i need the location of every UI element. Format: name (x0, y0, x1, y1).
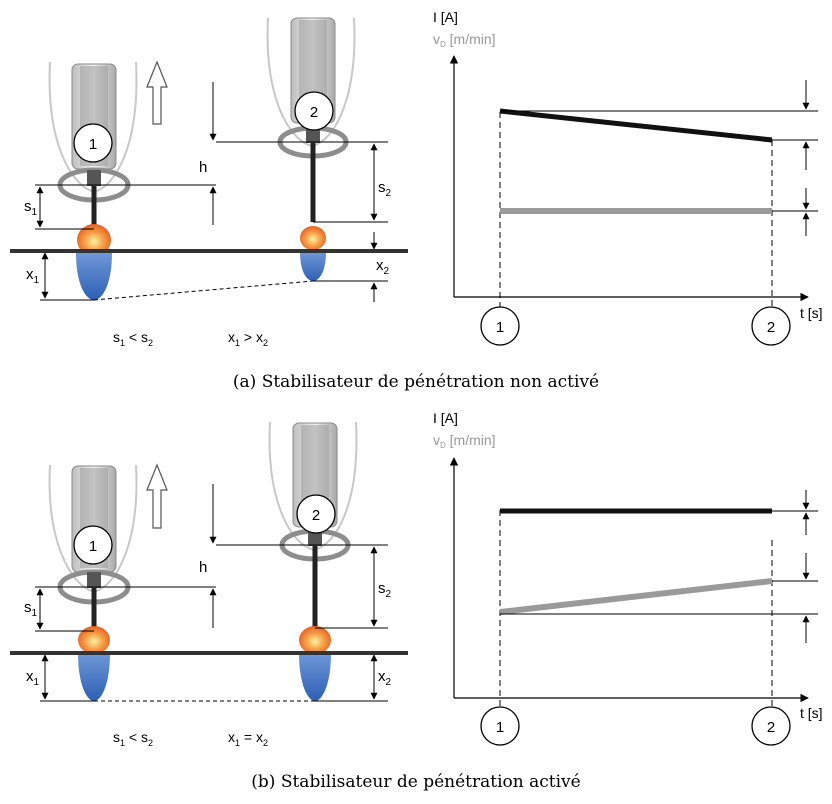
torch-2-marker-b: 2 (296, 494, 336, 534)
svg-text:2: 2 (310, 104, 318, 121)
graph-b: I [A] vD [m/min] t [s] 1 (433, 410, 823, 746)
relation-x-b: x1 = x2 (228, 729, 268, 748)
svg-text:1: 1 (496, 319, 504, 336)
weld-pool-2-b (299, 653, 331, 701)
graph-point-2-b: 2 (751, 706, 791, 746)
caption-a: (a) Stabilisateur de pénétration non act… (232, 372, 600, 392)
stickout-2-label-a: s2 (378, 179, 392, 199)
torch-1-marker-a: 1 (73, 123, 113, 163)
y-label-current-b: I [A] (433, 410, 458, 426)
height-label-a: h (199, 159, 207, 176)
welding-illustration-b (10, 421, 408, 702)
panel-a: 1 2 s1 x1 h s2 x2 s1 < s2 x1 > x2 I [A] … (10, 9, 823, 348)
weld-pool-1-a (76, 253, 112, 300)
relation-s-b: s1 < s2 (113, 729, 153, 748)
graph-point-1-b: 1 (480, 706, 520, 746)
arc-1-a (77, 224, 111, 256)
y-label-speed-a: vD [m/min] (433, 31, 496, 49)
y-label-current-a: I [A] (433, 9, 458, 25)
stickout-1-label-b: s1 (24, 599, 38, 619)
penetration-1-label-b: x1 (26, 668, 40, 688)
wire-speed-line-b (499, 578, 773, 615)
svg-text:2: 2 (767, 319, 775, 336)
torch-2-marker-a: 2 (294, 91, 334, 131)
upward-arrow-icon (146, 60, 168, 125)
graph-point-2-a: 2 (751, 306, 791, 346)
stickout-1-label-a: s1 (24, 198, 38, 218)
penetration-2-label-b: x2 (378, 668, 392, 688)
relation-s-a: s1 < s2 (113, 329, 153, 348)
svg-text:1: 1 (89, 538, 97, 555)
torch-1-marker-b: 1 (73, 525, 113, 565)
caption-b: (b) Stabilisateur de pénétration activé (251, 772, 581, 792)
svg-text:1: 1 (89, 136, 97, 153)
current-line-a (499, 108, 773, 143)
height-label-b: h (199, 559, 207, 576)
x-label-b: t [s] (800, 705, 823, 721)
graph-point-1-a: 1 (480, 306, 520, 346)
panel-b: 1 2 s1 x1 h s2 x2 s1 < s2 x1 = x2 I [A] … (10, 410, 823, 748)
upward-arrow-icon (146, 463, 168, 529)
welding-illustration-a (10, 17, 408, 302)
svg-text:2: 2 (312, 507, 320, 524)
y-label-speed-b: vD [m/min] (433, 432, 496, 450)
stickout-2-label-b: s2 (378, 580, 392, 600)
svg-text:2: 2 (767, 719, 775, 736)
weld-pool-2-a (300, 252, 326, 281)
penetration-1-label-a: x1 (26, 266, 40, 286)
svg-text:1: 1 (496, 719, 504, 736)
relation-x-a: x1 > x2 (228, 329, 268, 348)
arc-2-b (299, 626, 331, 654)
graph-a: I [A] vD [m/min] t [s] 1 (433, 9, 823, 346)
x-label-a: t [s] (800, 305, 823, 321)
weld-pool-1-b (78, 653, 110, 701)
arc-2-a (300, 226, 326, 250)
penetration-2-label-a: x2 (376, 257, 390, 277)
arc-1-b (78, 626, 110, 654)
